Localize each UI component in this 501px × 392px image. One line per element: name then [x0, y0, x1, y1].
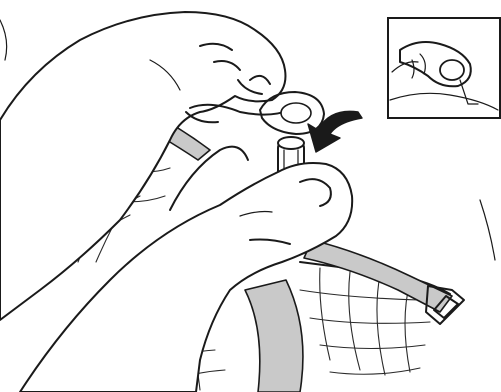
curved-arrow-icon [308, 111, 362, 152]
inset-detail [388, 18, 500, 118]
